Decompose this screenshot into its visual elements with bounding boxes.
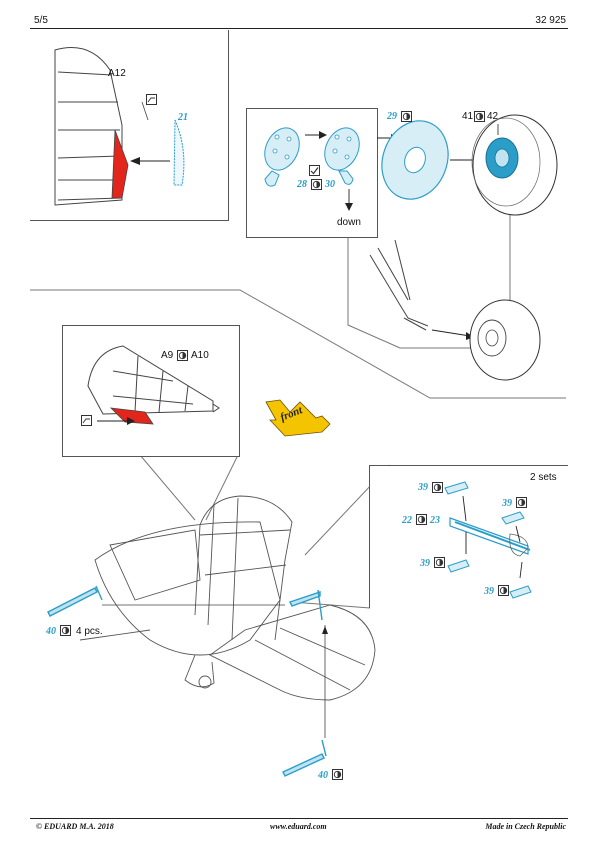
glue-icon: [432, 482, 443, 493]
glue-icon: [416, 514, 427, 525]
check-icon: [309, 165, 320, 176]
elevator-inset-panel: A9 A10: [62, 325, 240, 457]
antenna-quantity: 4 pcs.: [76, 626, 103, 637]
origin-text: Made in Czech Republic: [485, 822, 566, 831]
bottom-antenna-part: 40: [318, 770, 328, 781]
glue-icon: [516, 497, 527, 508]
fold-icon: [81, 415, 92, 426]
wheel-insert-drawing: [264, 127, 360, 211]
page-number: 5/5: [34, 15, 48, 26]
bar-part-a: 22: [402, 515, 412, 526]
copyright-text: © EDUARD M.A. 2018: [36, 822, 114, 831]
rudder-drawing: [54, 47, 185, 206]
wheel-hub-part-a: 41: [462, 111, 474, 122]
glue-icon: [311, 179, 322, 190]
elevator-part-b: A10: [191, 350, 209, 361]
horn-part-bottom-left: 39: [420, 558, 430, 569]
direction-label: down: [337, 217, 361, 228]
website-link[interactable]: www.eduard.com: [270, 822, 327, 831]
rudder-inset-panel: A12 21: [30, 30, 229, 221]
antenna-part: 40: [46, 626, 56, 637]
control-horn-drawing: [444, 481, 532, 599]
elevator-drawing: [87, 345, 220, 425]
kit-number: 32 925: [535, 15, 566, 26]
glue-icon: [332, 769, 343, 780]
sets-count-label: 2 sets: [530, 472, 557, 483]
glue-icon: [434, 557, 445, 568]
glue-icon: [401, 111, 412, 122]
glue-icon: [177, 350, 188, 361]
glue-icon: [60, 625, 71, 636]
glue-icon: [498, 585, 509, 596]
footer-rule: [30, 818, 568, 819]
elevator-part-a: A9: [161, 350, 174, 361]
rudder-etch-part: 21: [178, 112, 188, 123]
fold-icon: [146, 94, 157, 105]
wheel-etch-part-a: 28: [297, 179, 307, 190]
rudder-part-label: A12: [108, 68, 126, 79]
horn-part-top-left: 39: [418, 482, 428, 493]
wheel-disc-part: 29: [387, 111, 397, 122]
wheel-insert-panel: 28 30 down: [246, 108, 378, 238]
control-horn-inset-panel: 2 sets 39 39 22 23 39 39: [369, 465, 568, 608]
header-rule: [30, 28, 568, 29]
wheel-hub-part-b: 42: [487, 111, 499, 122]
glue-icon: [474, 111, 485, 122]
horn-part-bottom-right: 39: [484, 586, 494, 597]
bar-part-b: 23: [430, 515, 440, 526]
horn-part-top-right: 39: [502, 498, 512, 509]
wheel-etch-part-b: 30: [325, 179, 335, 190]
